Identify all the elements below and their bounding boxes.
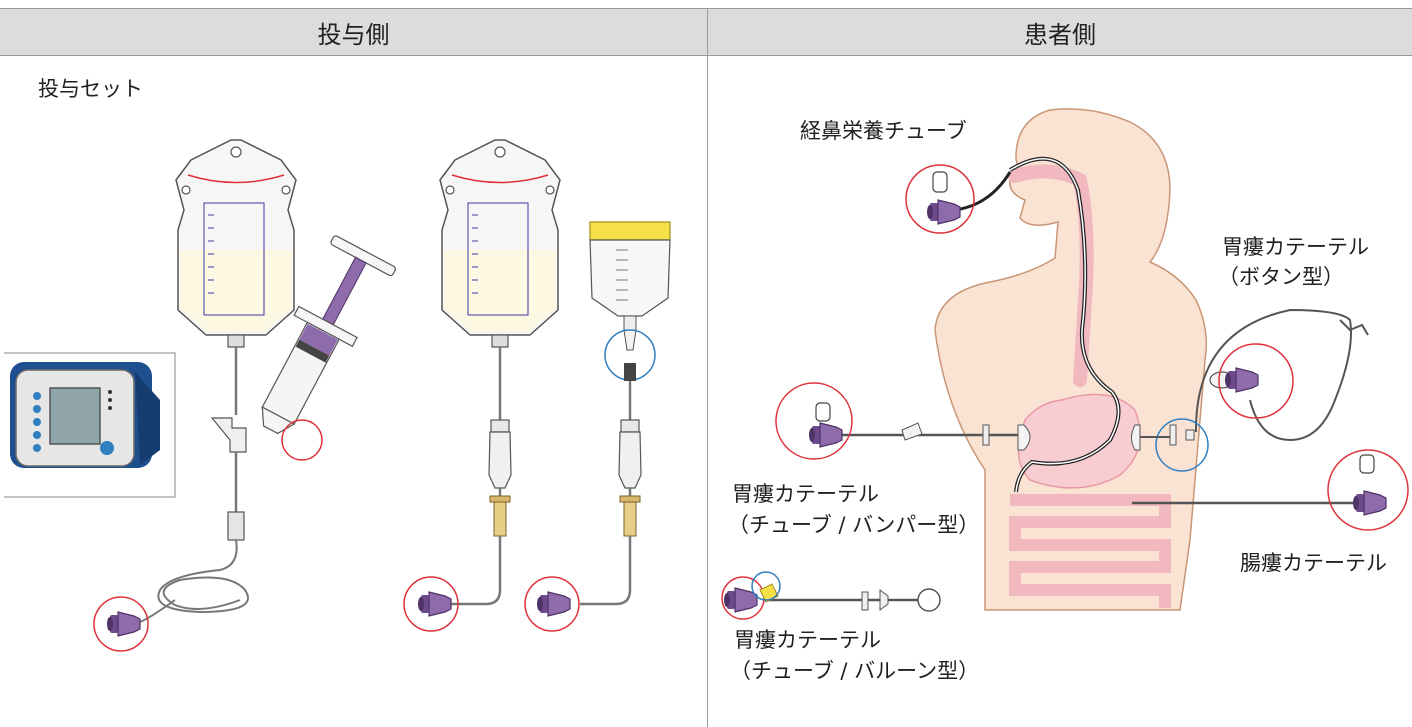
tube-bumper-catheter (775, 382, 1031, 460)
tube-balloon-label-line2: （チューブ / バルーン型） (730, 659, 980, 683)
feeding-bag-2 (403, 139, 561, 632)
tube-bumper-label-line2: （チューブ / バンパー型） (728, 513, 980, 537)
nasal-tube-label: 経鼻栄養チューブ (800, 119, 967, 143)
tube-balloon-catheter (721, 571, 941, 620)
pump-device (4, 352, 176, 498)
patient-body (934, 108, 1208, 611)
button-catheter (1131, 308, 1369, 472)
panel-divider (707, 8, 708, 727)
header-patient-side: 患者側 (708, 8, 1412, 56)
feeding-bag-1 (93, 139, 297, 652)
header-administration-side: 投与側 (0, 8, 707, 56)
jejunostomy-label: 腸瘻カテーテル (1240, 551, 1387, 575)
feeding-bottle (524, 221, 671, 632)
set-label: 投与セット (38, 77, 143, 101)
tube-balloon-label-line1: 胃瘻カテーテル (734, 628, 881, 652)
button-type-label-line1: 胃瘻カテーテル (1222, 235, 1369, 259)
nasal-tube-connector (905, 164, 1012, 234)
tube-bumper-label-line1: 胃瘻カテーテル (732, 482, 879, 506)
button-type-label-line2: （ボタン型） (1218, 265, 1344, 289)
syringe (261, 235, 396, 435)
jejunostomy-catheter (1132, 449, 1409, 531)
